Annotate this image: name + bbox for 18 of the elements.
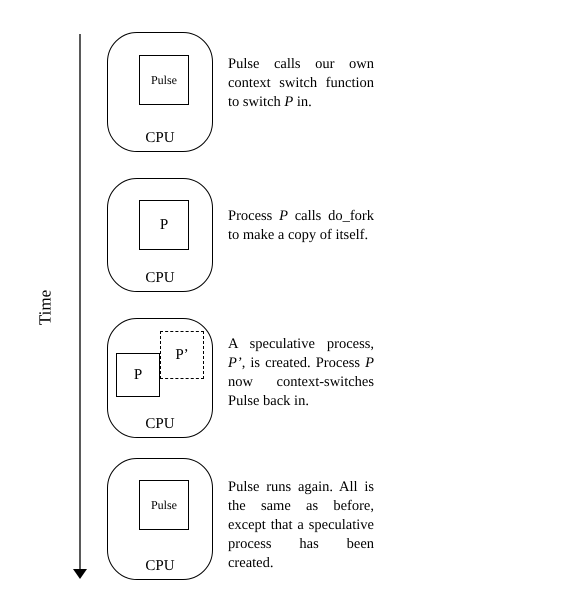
description-text: Process P calls do_fork to make a copy of itself.: [228, 207, 374, 245]
description-text: Pulse calls our own context switch function to switch P in.: [228, 55, 374, 112]
cpu-box: [107, 32, 213, 152]
cpu-box: [107, 458, 213, 580]
description-text: A speculative process, P’, is created. Process P now context-switches Pulse back in.: [228, 335, 374, 411]
cpu-label: CPU: [144, 416, 176, 433]
process-box: Pulse: [139, 480, 189, 530]
process-box: P: [139, 200, 189, 250]
process-box: Pulse: [139, 55, 189, 105]
process-box: P: [116, 353, 160, 397]
cpu-label: CPU: [144, 130, 176, 147]
cpu-box: [107, 318, 213, 438]
cpu-box: [107, 178, 213, 292]
cpu-label: CPU: [144, 558, 176, 575]
speculative-process-box: P’: [160, 331, 204, 379]
cpu-label: CPU: [144, 270, 176, 287]
description-text: Pulse runs again. All is the same as before, except that a speculative process has been created.: [228, 478, 374, 573]
axis-label: Time: [36, 288, 54, 328]
